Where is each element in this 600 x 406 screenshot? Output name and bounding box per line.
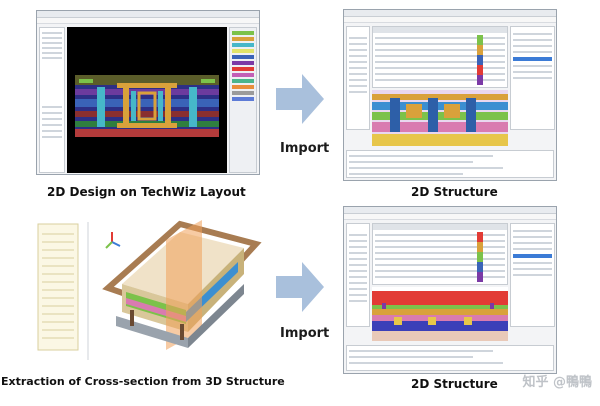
output-console-bottom [346,345,554,371]
layer-palette [229,27,257,173]
import-arrow-bottom-icon [276,262,324,312]
layer-table-bottom [372,223,508,285]
caption-cross-section-extraction: Extraction of Cross-section from 3D Stru… [1,375,285,388]
layer-tree-panel [39,27,65,173]
techwiz-layout-screenshot [36,10,260,175]
3d-structure-view [30,212,276,364]
structure-screenshot-bottom [343,206,557,374]
cross-section-bottom [372,287,508,341]
caption-2d-structure-bottom: 2D Structure [411,377,498,391]
watermark: 知乎 @鴨鴨 [522,375,592,390]
structure-screenshot-top [343,9,557,181]
caption-2d-design: 2D Design on TechWiz Layout [47,185,246,199]
import-label-bottom: Import [280,326,330,341]
output-console-top [346,150,554,178]
import-arrow-top-icon [276,74,324,124]
layout-canvas [67,27,227,173]
window-titlebar [37,11,259,18]
layer-table [372,26,508,88]
import-label-top: Import [280,141,330,156]
window-menubar [37,18,259,24]
caption-2d-structure-top: 2D Structure [411,185,498,199]
cross-section-top [372,90,508,146]
